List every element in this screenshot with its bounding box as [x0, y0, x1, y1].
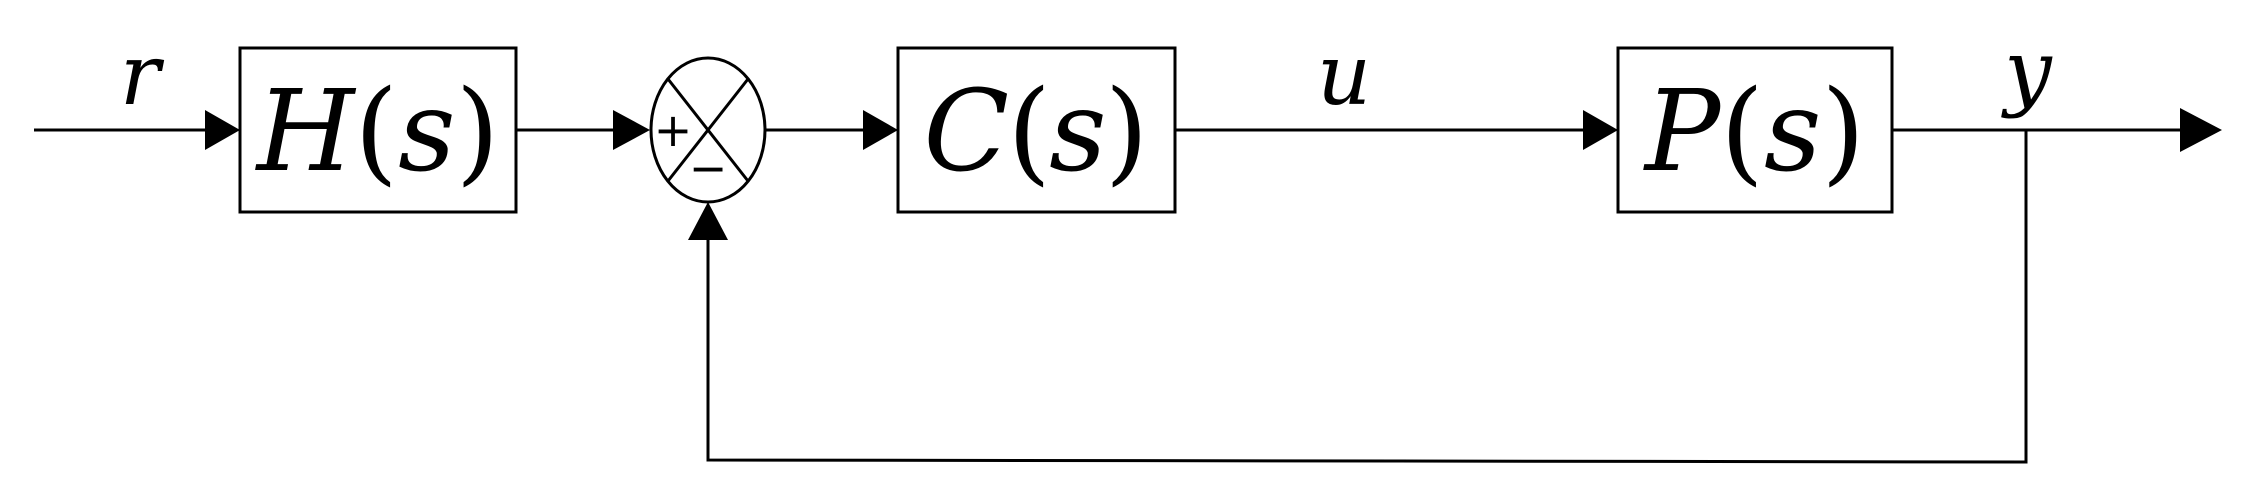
block-c-box — [896, 46, 1177, 214]
block-p-label: P(s) — [1643, 67, 1865, 197]
minus-sign: − — [689, 141, 728, 195]
signal-u-label: u — [1317, 26, 1371, 124]
arrowhead-feedback — [688, 202, 728, 240]
block-c-label: C(s) — [924, 67, 1149, 197]
block-p-close-paren: ) — [1821, 67, 1865, 197]
block-h-open-paren: ( — [354, 67, 398, 197]
block-p-arg: s — [1764, 67, 1821, 197]
block-c-name: C — [924, 67, 1010, 197]
block-h-name: H — [255, 67, 357, 197]
plus-sign: + — [654, 103, 693, 157]
block-h-arg: s — [398, 67, 455, 197]
block-h-box — [238, 46, 518, 214]
summing-junction-cross-b — [666, 78, 750, 182]
block-h-label: H(s) — [255, 67, 500, 197]
arrowhead-output — [2180, 108, 2222, 152]
block-p-box — [1616, 46, 1894, 214]
arrowhead-into-c — [863, 110, 898, 150]
block-c-close-paren: ) — [1105, 67, 1149, 197]
feedback-path — [706, 130, 2028, 464]
signal-r-label: r — [120, 26, 165, 124]
block-c-arg: s — [1049, 67, 1106, 197]
arrowhead-into-p — [1583, 110, 1618, 150]
signal-y-label: y — [2000, 22, 2053, 120]
block-p-name: P — [1643, 67, 1722, 197]
block-h-close-paren: ) — [456, 67, 500, 197]
block-p: P(s) — [1616, 46, 1894, 214]
summing-junction: + − — [649, 56, 767, 204]
block-c: C(s) — [896, 46, 1177, 214]
arrowhead-into-h — [205, 110, 240, 150]
block-p-open-paren: ( — [1720, 67, 1764, 197]
arrowhead-into-sum — [613, 110, 650, 150]
block-h: H(s) — [238, 46, 518, 214]
block-c-open-paren: ( — [1007, 67, 1051, 197]
